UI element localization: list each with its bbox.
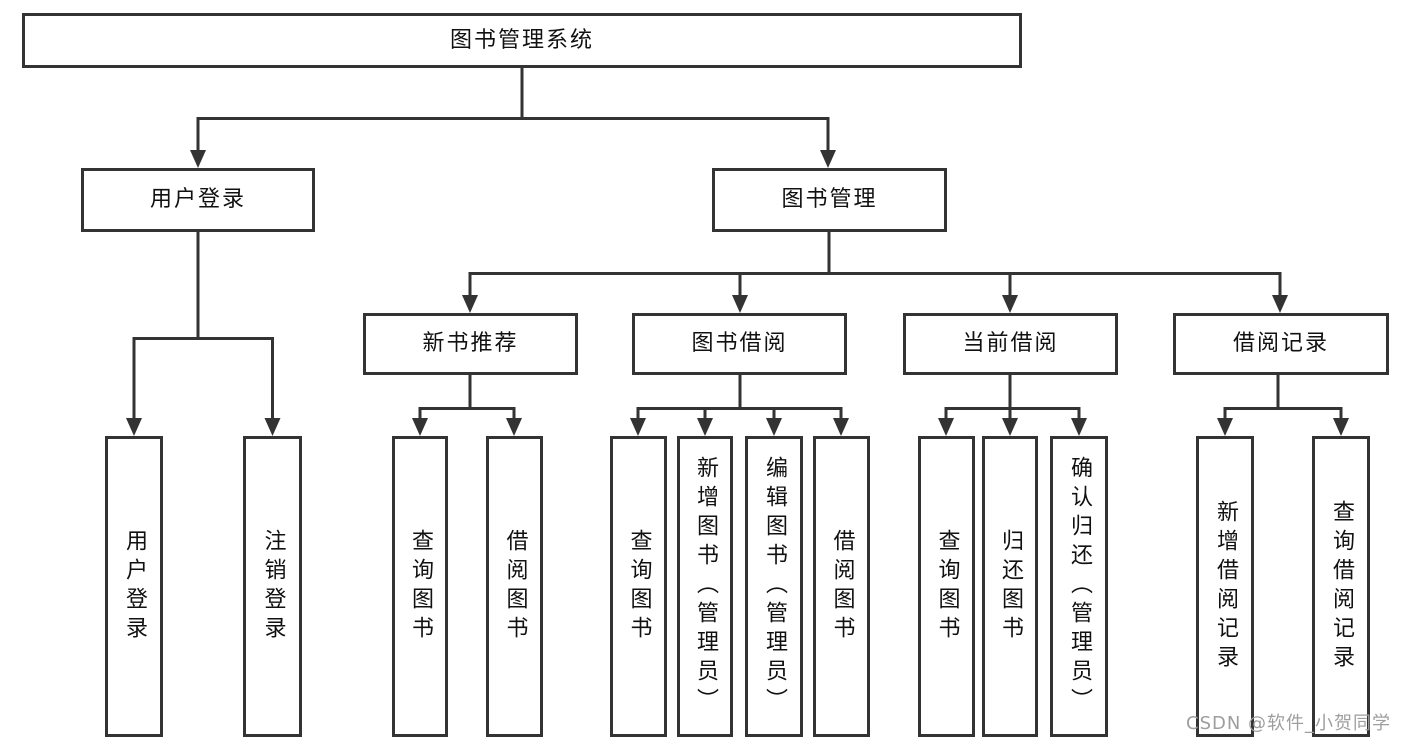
- leaf-confirm-return-admin: 确认归还（管理员）: [1050, 436, 1108, 737]
- node-book-borrow: 图书借阅: [632, 313, 847, 375]
- node-root: 图书管理系统: [22, 13, 1022, 68]
- leaf-edit-books-admin: 编辑图书（管理员）: [745, 436, 803, 737]
- leaf-query-books-recommend: 查询图书: [392, 436, 448, 737]
- node-user-login: 用户登录: [81, 168, 315, 232]
- leaf-add-borrow-record: 新增借阅记录: [1196, 436, 1254, 737]
- leaf-add-books-admin: 新增图书（管理员）: [677, 436, 733, 737]
- node-borrow-records: 借阅记录: [1173, 313, 1389, 375]
- watermark: CSDN @软件_小贺同学: [1186, 713, 1392, 734]
- leaf-return-books: 归还图书: [982, 436, 1038, 737]
- leaf-borrow-books: 借阅图书: [813, 436, 870, 737]
- leaf-query-books-current: 查询图书: [918, 436, 975, 737]
- leaf-logout: 注销登录: [243, 436, 302, 737]
- leaf-query-borrow-record: 查询借阅记录: [1312, 436, 1370, 737]
- arrowheads: [126, 150, 1349, 436]
- leaf-user-login: 用户登录: [105, 436, 163, 737]
- node-new-book-recommend: 新书推荐: [363, 313, 578, 375]
- node-book-management: 图书管理: [712, 168, 947, 232]
- leaf-query-books-borrow: 查询图书: [610, 436, 667, 737]
- node-current-borrow: 当前借阅: [903, 313, 1118, 375]
- leaf-borrow-books-recommend: 借阅图书: [486, 436, 543, 737]
